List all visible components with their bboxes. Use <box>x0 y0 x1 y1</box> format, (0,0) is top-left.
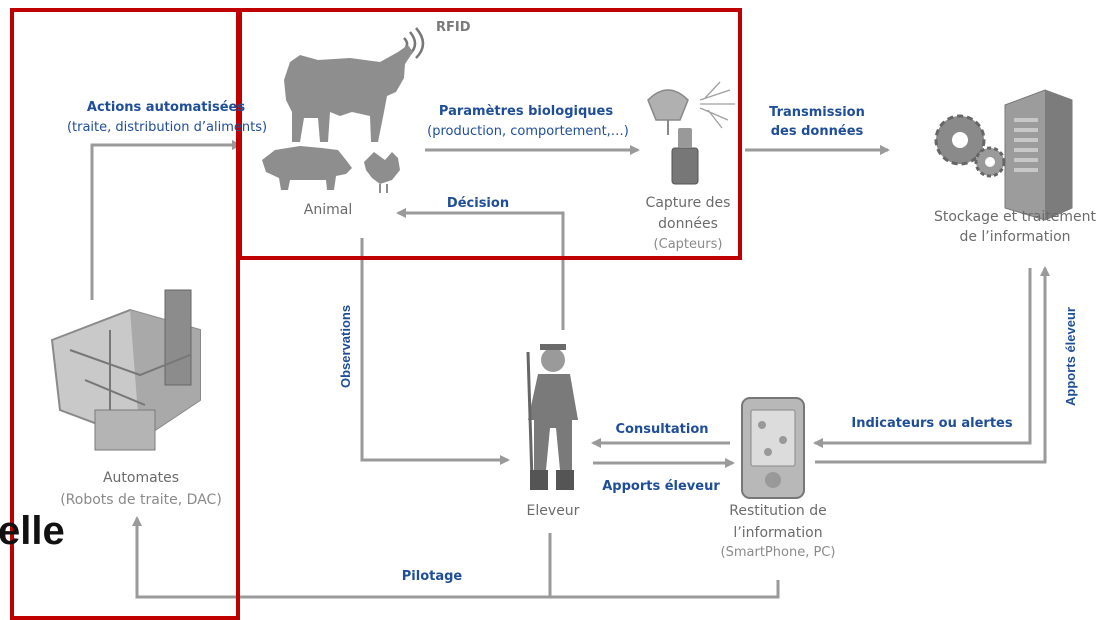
stockage-line2: de l’information <box>959 229 1071 245</box>
stockage-line1: Stockage et traitement <box>933 209 1097 225</box>
capture-line2: données <box>658 216 718 232</box>
arrow-pilotage-left <box>132 516 550 599</box>
highlight-box-animal-capture <box>238 8 742 260</box>
cow-icon <box>284 45 413 142</box>
farmer-icon <box>526 344 578 490</box>
params-subtitle: (production, comportement,…) <box>427 124 629 139</box>
milking-robot-icon <box>50 289 201 451</box>
apports-eleveur-vertical-label: Apports éleveur <box>1063 307 1078 406</box>
actions-subtitle: (traite, distribution d’aliments) <box>66 120 268 135</box>
automates-subtitle: (Robots de traite, DAC) <box>60 492 222 508</box>
arrow-pilotage-right <box>548 533 780 599</box>
arrow-decision <box>396 208 565 330</box>
observations-label: Observations <box>338 304 353 388</box>
rfid-label: RFID <box>436 20 471 35</box>
restitution-line2: l’information <box>733 525 823 541</box>
transmission-line1: Transmission <box>769 105 865 120</box>
arrow-actions-automatisees <box>90 140 242 300</box>
highlight-box-automates <box>10 8 240 620</box>
flow-arrows <box>90 140 1050 599</box>
transmission-line2: des données <box>770 124 864 139</box>
arrow-observations <box>360 238 510 465</box>
decision-label: Décision <box>446 196 510 211</box>
restitution-line1: Restitution de <box>729 503 827 519</box>
automates-label: Automates <box>102 470 180 486</box>
capture-line1: Capture des <box>645 195 731 211</box>
pilotage-label: Pilotage <box>401 569 463 584</box>
chicken-legs <box>379 184 388 193</box>
pda-icon <box>741 397 805 499</box>
arrow-apports-eleveur-up <box>815 266 1050 464</box>
partial-background-word: elle <box>0 509 65 553</box>
chicken-icon <box>364 152 400 192</box>
consultation-label: Consultation <box>615 422 709 437</box>
highlight-boxes <box>10 8 742 620</box>
indicateurs-label: Indicateurs ou alertes <box>851 416 1013 431</box>
restitution-subtitle: (SmartPhone, PC) <box>720 545 836 560</box>
pig-icon <box>262 146 352 190</box>
eleveur-label: Eleveur <box>526 503 580 519</box>
gears-icon <box>934 114 1006 178</box>
actions-title: Actions automatisées <box>86 100 246 115</box>
server-icon <box>1004 89 1073 221</box>
capture-subtitle: (Capteurs) <box>653 237 723 252</box>
sensors-icon <box>647 81 735 185</box>
arrow-indicateurs <box>813 268 1032 448</box>
params-title: Paramètres biologiques <box>438 104 614 119</box>
animal-label: Animal <box>303 202 353 218</box>
apports-eleveur-label: Apports éleveur <box>602 479 720 494</box>
